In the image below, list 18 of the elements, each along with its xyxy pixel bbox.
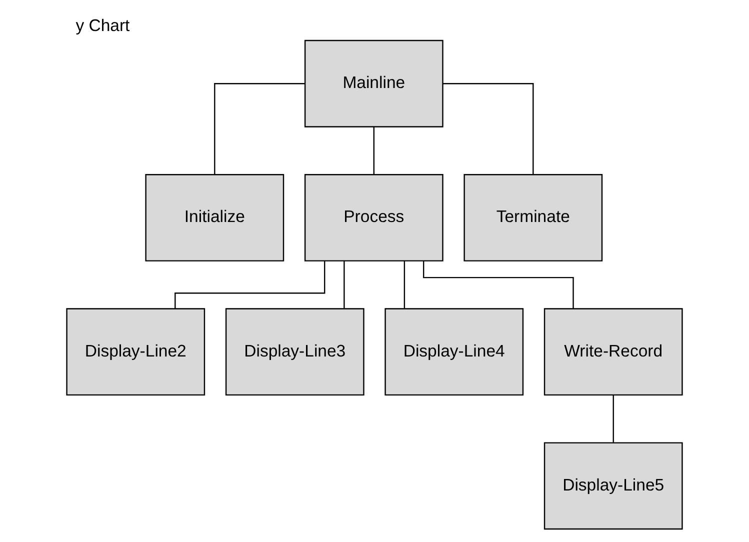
node-box: Display-Line2 — [66, 308, 206, 396]
node-box: Terminate — [464, 174, 603, 262]
connector — [214, 83, 305, 175]
node-box: Initialize — [145, 174, 284, 262]
connector — [612, 394, 614, 442]
connector — [373, 126, 374, 174]
node-box: Display-Line3 — [225, 308, 364, 396]
connector — [404, 260, 406, 308]
diagram-title: y Chart — [76, 16, 130, 36]
node-box: Display-Line5 — [544, 442, 683, 530]
connector — [423, 260, 574, 309]
node-box: Process — [304, 174, 444, 262]
node-box: Display-Line4 — [384, 308, 524, 396]
connector — [344, 260, 345, 308]
connector — [442, 83, 534, 175]
node-box: Write-Record — [544, 308, 683, 396]
connector — [174, 261, 326, 309]
node-box: Mainline — [304, 40, 444, 128]
